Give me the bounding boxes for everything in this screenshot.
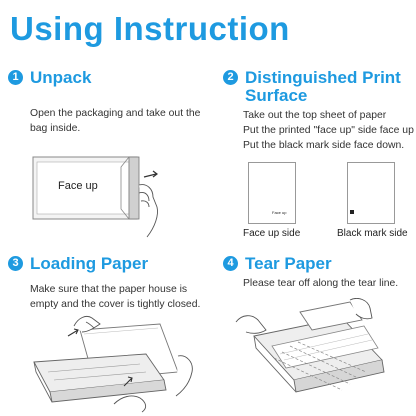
step-1-desc-line-2: bag inside. xyxy=(30,123,81,134)
step-3-number-badge: 3 xyxy=(8,256,23,271)
tear-paper-illustration xyxy=(235,298,385,393)
step-2-title-line-2: Surface xyxy=(245,86,308,105)
step-2-title-line-1: Distinguished Print xyxy=(245,68,401,87)
step-2-number-badge: 2 xyxy=(223,70,238,85)
page-title: Using Instruction xyxy=(10,10,290,47)
unpack-paper-label: Face up xyxy=(58,180,98,192)
black-mark-sheet xyxy=(347,162,395,224)
unpack-illustration xyxy=(32,156,158,238)
face-up-sheet xyxy=(248,162,296,224)
step-3-title: Loading Paper xyxy=(30,254,149,273)
black-mark xyxy=(350,210,354,214)
step-3-desc-line-2: empty and the cover is tightly closed. xyxy=(30,299,201,310)
step-2-desc-line-2: Put the printed "face up" side face up xyxy=(243,125,414,136)
step-4-number-badge: 4 xyxy=(223,256,238,271)
face-up-sheet-label: Face up xyxy=(272,210,287,215)
step-1-number-badge: 1 xyxy=(8,70,23,85)
step-3-desc-line-1: Make sure that the paper house is xyxy=(30,284,188,295)
caption-face-up-side: Face up side xyxy=(243,228,301,239)
step-1-desc-line-1: Open the packaging and take out the xyxy=(30,108,201,119)
caption-black-mark-side: Black mark side xyxy=(337,228,408,239)
step-2-desc-line-3: Put the black mark side face down. xyxy=(243,140,405,151)
step-4-desc-line-1: Please tear off along the tear line. xyxy=(243,278,399,289)
loading-paper-illustration xyxy=(33,315,193,413)
step-1-title: Unpack xyxy=(30,68,92,87)
step-2-desc-line-1: Take out the top sheet of paper xyxy=(243,110,387,121)
step-4-title: Tear Paper xyxy=(245,254,332,273)
